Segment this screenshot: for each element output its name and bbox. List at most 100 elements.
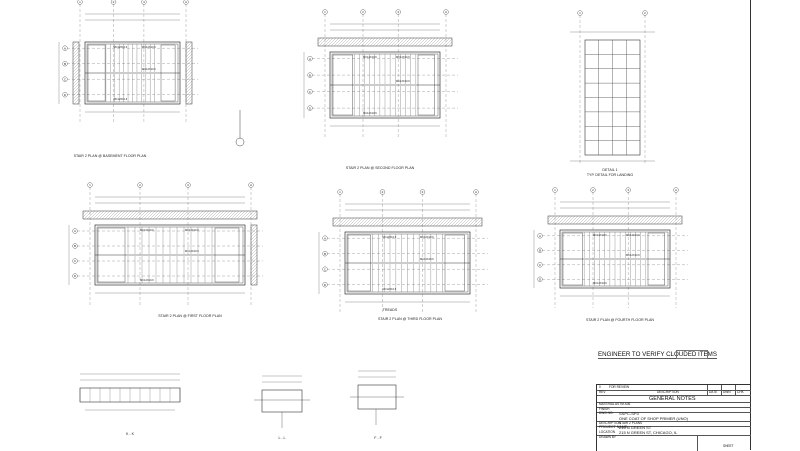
- hatch-line: [575, 215, 585, 225]
- hatch-line: [360, 37, 370, 47]
- hatch-line: [332, 217, 340, 225]
- landing: [332, 54, 353, 116]
- hatch-line: [450, 44, 453, 47]
- grid-bubble: [360, 9, 366, 15]
- hatch-line: [387, 37, 397, 47]
- material-value: ASTM A36: [615, 401, 631, 406]
- hatch-line: [248, 210, 258, 220]
- hatch-line: [450, 217, 460, 227]
- hatch-line: [185, 44, 193, 52]
- hatch-line: [89, 210, 99, 220]
- hatch-line: [417, 217, 427, 227]
- grid-label: 1: [324, 10, 326, 14]
- hatch-line: [200, 210, 210, 220]
- hatch-line: [131, 210, 141, 220]
- hatch-line: [423, 37, 433, 47]
- grid-label: 3: [187, 183, 189, 187]
- hatch-line: [432, 217, 442, 227]
- hatch-line: [250, 230, 258, 238]
- rev-desc: FOR REVIEW: [609, 384, 630, 389]
- hatch-line: [317, 37, 322, 42]
- project-label: PROJECT NAME: [599, 425, 628, 430]
- grid-label: C: [309, 90, 312, 94]
- hatch-line: [581, 215, 591, 225]
- grid-bubble: [72, 258, 78, 264]
- hatch-line: [128, 210, 138, 220]
- hatch-line: [250, 263, 258, 271]
- material-label: MATERIAL: [599, 401, 615, 406]
- hatch-line: [620, 215, 630, 225]
- hatch-line: [125, 210, 135, 220]
- grid-bubble: [537, 276, 543, 282]
- hatch-line: [435, 37, 445, 47]
- hatch-line: [441, 37, 451, 47]
- hatch-line: [429, 37, 439, 47]
- hatch-line: [429, 217, 439, 227]
- hatch-line: [170, 210, 180, 220]
- hatch-line: [250, 278, 258, 286]
- grid-label: A: [74, 229, 76, 233]
- grid-label: 1: [339, 190, 341, 194]
- hatch-line: [72, 41, 80, 49]
- member-label: MC12X10.6: [593, 281, 607, 285]
- grid-bubble: [87, 182, 93, 188]
- hatch-line: [250, 233, 258, 241]
- project-value: 215 N GREEN ST: [619, 425, 652, 431]
- hatch-line: [233, 210, 243, 220]
- location-label: LOCATION: [599, 430, 616, 434]
- hatch-line: [402, 37, 412, 47]
- hatch-line: [164, 210, 174, 220]
- hatch-line: [72, 71, 80, 79]
- caption-third: STAIR 2 PLAN @ THIRD FLOOR PLAN: [377, 317, 443, 321]
- hatch-line: [632, 215, 642, 225]
- hatch-line: [342, 37, 352, 47]
- caption-basement: STAIR 2 PLAN @ BASEMENT FLOOR PLAN: [73, 154, 147, 158]
- hatch-line: [143, 210, 153, 220]
- grid-label: 3: [627, 188, 629, 192]
- hatch-line: [250, 251, 258, 259]
- hatch-line: [336, 37, 346, 47]
- hatch-line: [72, 83, 80, 91]
- grid-bubble: [642, 10, 648, 16]
- hatch-line: [185, 86, 193, 94]
- grid-label: A: [324, 236, 326, 240]
- hatch-line: [245, 210, 255, 220]
- hatch-line: [363, 37, 373, 47]
- grid-label: 1: [89, 183, 91, 187]
- hatch-line: [251, 213, 258, 220]
- landing: [647, 232, 665, 286]
- hatch-line: [72, 92, 80, 100]
- hatch-line: [372, 37, 382, 47]
- grid-label: 1: [579, 11, 581, 15]
- grid-label: C: [324, 267, 327, 271]
- hatch-line: [348, 217, 358, 227]
- hatch-line: [72, 74, 80, 82]
- hatch-line: [72, 86, 80, 94]
- hatch-line: [438, 217, 448, 227]
- chk-header: CHK: [737, 389, 744, 394]
- hatch-line: [250, 236, 258, 244]
- engineer-note: ENGINEER TO VERIFY CLOUDED ITEMS: [598, 351, 717, 359]
- hatch-line: [342, 217, 352, 227]
- grid-bubble: [185, 182, 191, 188]
- general-notes-title: GENERAL NOTES: [649, 396, 696, 402]
- hatch-line: [626, 215, 636, 225]
- grid-bubble: [62, 45, 68, 51]
- grid-bubble: [183, 0, 189, 5]
- hatch-line: [590, 215, 600, 225]
- hatch-line: [384, 217, 394, 227]
- grid-bubble: [322, 282, 328, 288]
- member-label: MC12X10.6: [396, 79, 410, 83]
- caption-fourth: STAIR 2 PLAN @ FOURTH FLOOR PLAN: [585, 318, 655, 322]
- grid-bubble: [322, 235, 328, 241]
- hatch-line: [185, 210, 195, 220]
- member-label: MC12X10.6: [140, 278, 154, 282]
- grid-label: A: [675, 188, 677, 192]
- grid-bubble: [537, 233, 543, 239]
- hatch-line: [426, 217, 436, 227]
- member-label: MC12X10.6: [363, 111, 377, 115]
- grid-label: 2: [113, 0, 115, 4]
- grid-label: 1: [554, 188, 556, 192]
- grid-label: 3: [422, 190, 424, 194]
- hatch-line: [239, 210, 249, 220]
